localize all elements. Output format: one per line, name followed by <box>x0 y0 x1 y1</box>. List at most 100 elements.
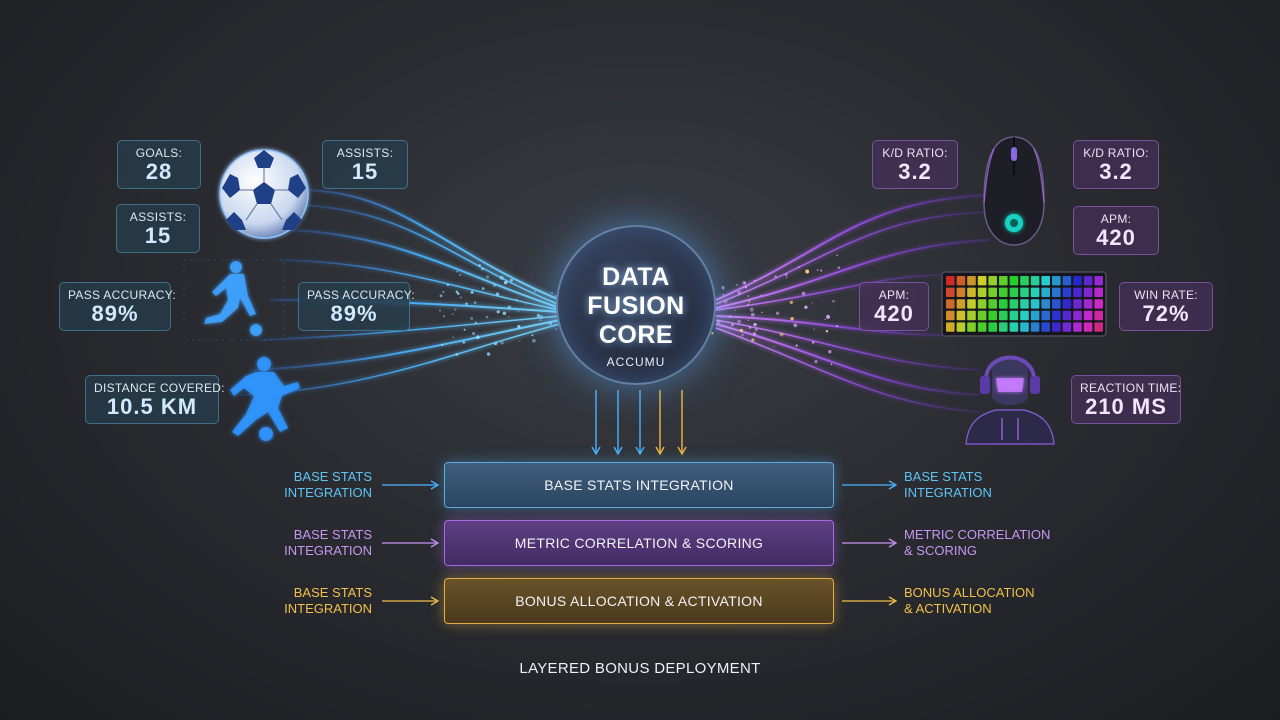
blue-stream-1 <box>299 189 561 301</box>
stat-value: 3.2 <box>898 159 932 184</box>
particle <box>548 321 553 326</box>
keycap <box>967 287 976 297</box>
keycap <box>1073 310 1082 321</box>
stat-pass-accuracy-right: PASS ACCURACY: 89% <box>298 282 416 331</box>
arrow-down-blue-1 <box>591 390 601 456</box>
particle <box>836 254 838 257</box>
keycap <box>1020 276 1029 286</box>
particle <box>748 301 750 304</box>
keycap <box>1052 310 1061 321</box>
particle <box>486 275 490 279</box>
keycap <box>1030 287 1040 297</box>
keycap <box>977 322 987 332</box>
keycap <box>956 322 966 332</box>
keycap <box>988 276 997 286</box>
particle <box>456 270 459 273</box>
stat-kd-ratio-left: K/D RATIO: 3.2 <box>872 140 958 189</box>
keycap <box>1020 287 1029 297</box>
keycap <box>1062 287 1072 297</box>
stat-value: 420 <box>1096 225 1136 250</box>
particle <box>723 299 728 304</box>
purple-stream-1 <box>715 194 991 301</box>
particle <box>716 319 721 324</box>
particle <box>774 275 777 278</box>
particle <box>750 312 755 317</box>
particle <box>462 340 466 344</box>
particle <box>816 269 819 271</box>
keycap <box>967 299 976 309</box>
particle <box>485 315 489 319</box>
left-label-layer2: BASE STATS INTEGRATION <box>284 527 372 558</box>
keycap <box>1062 299 1072 309</box>
stat-value: 210 MS <box>1085 394 1167 419</box>
particle <box>753 322 757 327</box>
particle <box>721 286 725 289</box>
keycap <box>977 276 987 286</box>
particle <box>734 309 737 312</box>
particle <box>442 290 445 293</box>
keycap <box>1020 299 1029 309</box>
stat-label: WIN RATE: <box>1134 288 1198 302</box>
keycap <box>999 322 1008 332</box>
right-label-layer3: BONUS ALLOCATION & ACTIVATION <box>904 585 1035 616</box>
keycap <box>1009 276 1019 286</box>
stat-assists-top: ASSISTS: 15 <box>322 140 408 189</box>
particle <box>486 352 491 356</box>
keycap <box>1041 299 1050 309</box>
keycap <box>1030 310 1040 321</box>
keycap <box>1094 322 1103 332</box>
particle <box>551 292 553 294</box>
arrow-down-gold-1 <box>655 390 665 456</box>
keycap <box>946 322 955 332</box>
purple-stream-3 <box>715 239 991 309</box>
particle <box>472 332 476 335</box>
purple-stream-8 <box>715 327 981 413</box>
keycap <box>1052 299 1061 309</box>
particle <box>456 292 460 295</box>
particle <box>474 321 477 325</box>
gaming-mouse-icon <box>983 136 1045 246</box>
keycap <box>1009 287 1019 297</box>
particle <box>837 266 841 269</box>
keycap <box>977 287 987 297</box>
stat-label: APM: <box>1100 212 1132 226</box>
particle <box>502 311 507 316</box>
particle <box>828 350 832 354</box>
footballer-kicking-icon <box>183 259 285 341</box>
stat-label: PASS ACCURACY: <box>307 288 416 302</box>
particle <box>830 363 833 365</box>
keycap <box>1083 322 1093 332</box>
keycap <box>956 276 966 286</box>
purple-stream-5 <box>715 315 946 336</box>
particle <box>761 311 763 314</box>
keycap <box>1073 299 1082 309</box>
particle <box>739 328 744 333</box>
core-subtitle: ACCUMU <box>606 355 666 369</box>
left-label-layer3: BASE STATS INTEGRATION <box>284 585 372 616</box>
particle <box>836 325 838 327</box>
particle <box>517 325 521 329</box>
keycap <box>999 310 1008 321</box>
particle <box>500 341 504 345</box>
particle <box>826 314 831 319</box>
particle <box>804 305 808 309</box>
keycap <box>1041 276 1050 286</box>
stat-label: K/D RATIO: <box>882 146 948 160</box>
keycap <box>1052 276 1061 286</box>
particle <box>824 318 826 321</box>
particle <box>503 280 508 285</box>
particle <box>535 317 537 319</box>
particle <box>539 319 542 322</box>
particle <box>452 336 455 339</box>
particle <box>443 315 446 318</box>
keycap <box>999 276 1008 286</box>
stat-value: 89% <box>91 301 139 326</box>
keycap <box>946 299 955 309</box>
particle <box>470 291 474 294</box>
stat-value: 10.5 KM <box>106 394 198 419</box>
particle <box>801 291 806 296</box>
keycap <box>1073 322 1082 332</box>
keycap <box>1052 287 1061 297</box>
keycap <box>967 310 976 321</box>
